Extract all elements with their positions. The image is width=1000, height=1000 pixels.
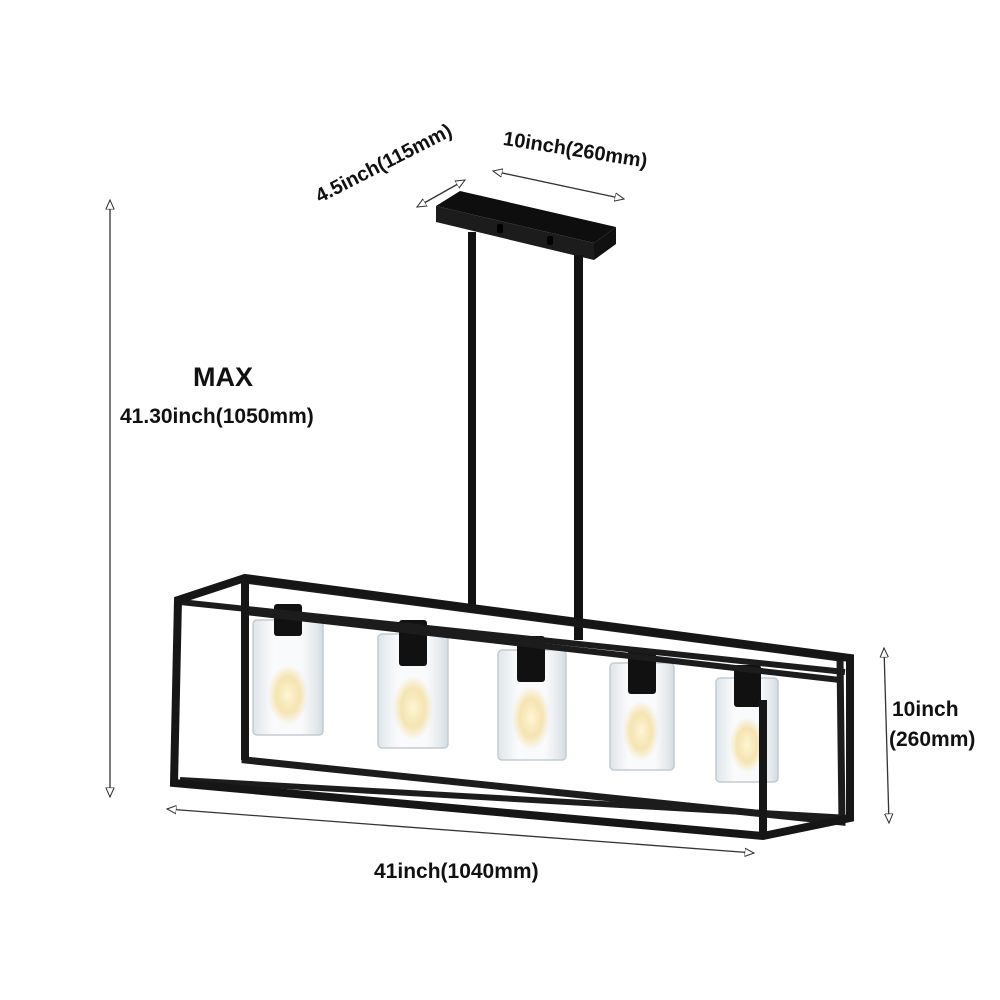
max-height-title: MAX [193,362,253,392]
cage-frame-rails [179,599,851,821]
cage-frame-front [169,573,854,841]
fixture-width-label: 41inch(1040mm) [374,860,539,883]
dimension-arrows [110,171,889,853]
light-3 [497,636,567,761]
max-height-label: 41.30inch(1050mm) [120,405,314,428]
canopy-length-arrow [493,171,624,199]
light-2 [377,620,449,749]
light-5 [715,665,779,783]
glass-shades [252,604,779,783]
fixture-height-label-inch: 10inch [892,698,959,721]
fixture-width-arrow [167,809,754,853]
light-4 [609,650,675,771]
downrods [468,232,583,640]
canopy-depth-arrow [417,180,465,207]
fixture-height-label-mm: (260mm) [889,728,976,751]
fixture-height-arrow [884,648,889,823]
light-1 [252,604,324,736]
ceiling-canopy [436,191,616,260]
